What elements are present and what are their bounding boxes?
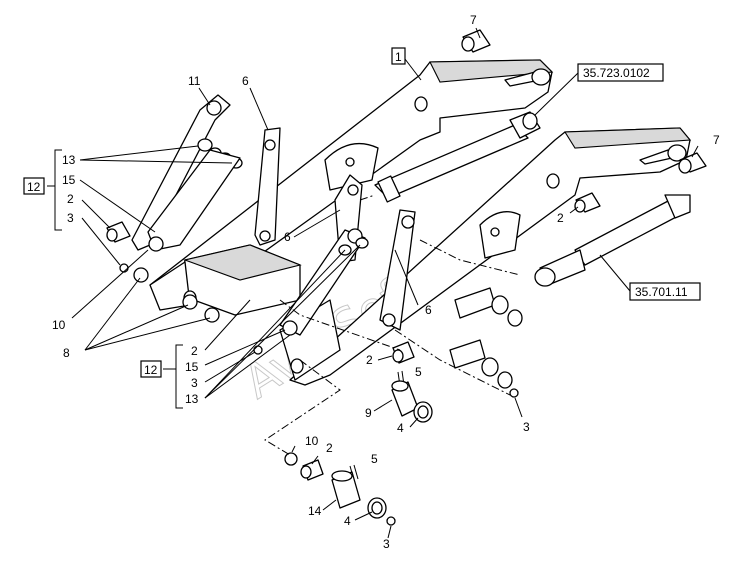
cylinder-lower <box>534 194 691 287</box>
label-part-1: 1 <box>395 50 402 64</box>
label-7-top: 7 <box>470 13 477 27</box>
leader-lines <box>71 27 699 539</box>
label-6-left: 6 <box>242 74 249 88</box>
label-4-middle: 4 <box>397 421 404 435</box>
label-2-upper-left: 2 <box>67 192 74 206</box>
label-2-lower-left: 2 <box>191 344 198 358</box>
label-5-lower: 5 <box>371 452 378 466</box>
label-2-lower: 2 <box>326 441 333 455</box>
label-group-12-upper: 12 <box>27 180 41 194</box>
label-3-right: 3 <box>523 420 530 434</box>
group-brackets <box>47 149 183 409</box>
label-10-lower: 10 <box>305 434 319 448</box>
label-11: 11 <box>188 74 201 88</box>
label-3-bottom: 3 <box>383 537 390 551</box>
label-14: 14 <box>308 504 322 518</box>
label-7-right: 7 <box>713 133 720 147</box>
reference-cylinder-top: 35.723.0102 <box>583 66 650 80</box>
loader-frame <box>149 59 692 386</box>
reference-cylinder-right: 35.701.11 <box>635 285 688 299</box>
label-3-upper-left: 3 <box>67 211 74 225</box>
callout-labels: 7 7 11 6 13 15 2 3 6 2 6 10 8 2 15 3 13 … <box>52 13 720 551</box>
boxed-labels: 1 12 12 35.723.0102 35.701.11 <box>23 47 701 378</box>
label-15-lower: 15 <box>185 360 199 374</box>
label-13-lower: 13 <box>185 392 199 406</box>
label-2-right: 2 <box>557 211 564 225</box>
cylinder-upper <box>374 111 541 203</box>
assembly-lines <box>264 194 521 456</box>
label-9: 9 <box>365 406 372 420</box>
label-8: 8 <box>63 346 70 360</box>
label-6-right: 6 <box>425 303 432 317</box>
label-5-middle: 5 <box>415 365 422 379</box>
label-13-upper: 13 <box>62 153 76 167</box>
label-group-12-lower: 12 <box>144 363 158 377</box>
label-10-left: 10 <box>52 318 66 332</box>
label-4-lower: 4 <box>344 514 351 528</box>
label-2-middle: 2 <box>366 353 373 367</box>
label-6-middle: 6 <box>284 230 291 244</box>
label-3-lower-left: 3 <box>191 376 198 390</box>
label-15-upper: 15 <box>62 173 76 187</box>
